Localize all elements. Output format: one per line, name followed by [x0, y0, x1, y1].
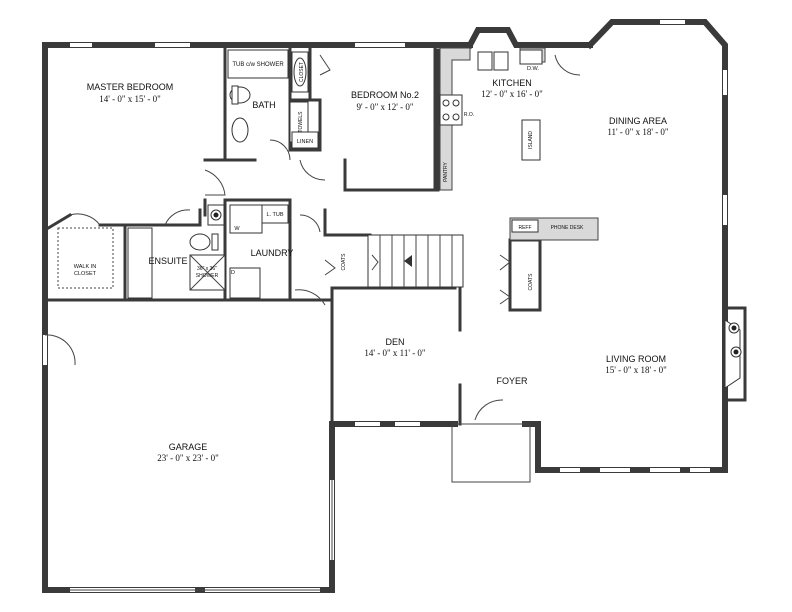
bath-label: BATH — [252, 100, 275, 110]
kitchen-counters — [439, 47, 599, 241]
den-size: 14' - 0" x 11' - 0" — [364, 348, 426, 358]
linen-label: LINEN — [297, 139, 313, 145]
closet-label: CLOSET — [299, 62, 305, 82]
bedroom2-label: BEDROOM No.2 — [351, 90, 419, 100]
shower-label-2: SHOWER — [196, 273, 219, 279]
porch — [451, 423, 531, 483]
shower-label-1: 36" x 36" — [197, 266, 217, 272]
fixture-labels: TUB c/w SHOWER CLOSET TOWELS LINEN D.W. … — [196, 62, 584, 290]
living-room-size: 15' - 0" x 18' - 0" — [605, 365, 667, 375]
tub-shower-label: TUB c/w SHOWER — [232, 62, 284, 68]
dining-size: 11' - 0" x 18' - 0" — [607, 127, 669, 137]
washer-label: W — [234, 226, 240, 232]
door-swings — [44, 54, 581, 421]
room-labels: MASTER BEDROOM 14' - 0" x 15' - 0" BEDRO… — [74, 78, 669, 463]
bedroom2-size: 9' - 0" x 12' - 0" — [356, 102, 413, 112]
dryer-label: D — [231, 270, 235, 276]
walk-in-closet-label-1: WALK IN — [74, 264, 96, 270]
bath-fixtures — [57, 49, 742, 389]
window-frames — [70, 480, 333, 591]
ensuite-label: ENSUITE — [148, 256, 187, 266]
master-bedroom-label: MASTER BEDROOM — [87, 82, 174, 92]
reff-label: REFF — [518, 225, 531, 231]
pantry-label: PANTRY — [443, 161, 449, 181]
kitchen-label: KITCHEN — [492, 78, 532, 88]
walk-in-closet-label-2: CLOSET — [74, 271, 97, 277]
garage-size: 23' - 0" x 23' - 0" — [157, 453, 219, 463]
master-bedroom-size: 14' - 0" x 15' - 0" — [99, 94, 161, 104]
dw-label: D.W. — [527, 66, 539, 72]
coats-left-label: COATS — [341, 253, 347, 271]
staircase — [367, 234, 464, 288]
dining-label: DINING AREA — [609, 116, 667, 126]
kitchen-size: 12' - 0" x 16' - 0" — [481, 89, 543, 99]
laundry-label: LAUNDRY — [251, 248, 294, 258]
foyer-label: FOYER — [496, 376, 528, 386]
phone-desk-label: PHONE DESK — [551, 225, 584, 231]
ro-label: R.O. — [464, 112, 474, 118]
garage-label: GARAGE — [169, 442, 208, 452]
island-label: ISLAND — [528, 131, 534, 149]
coats-right-label: COATS — [528, 273, 534, 291]
laundry-tub-label: L. TUB — [266, 212, 283, 218]
living-room-label: LIVING ROOM — [606, 354, 666, 364]
towels-label: TOWELS — [298, 111, 304, 133]
den-label: DEN — [385, 337, 404, 347]
